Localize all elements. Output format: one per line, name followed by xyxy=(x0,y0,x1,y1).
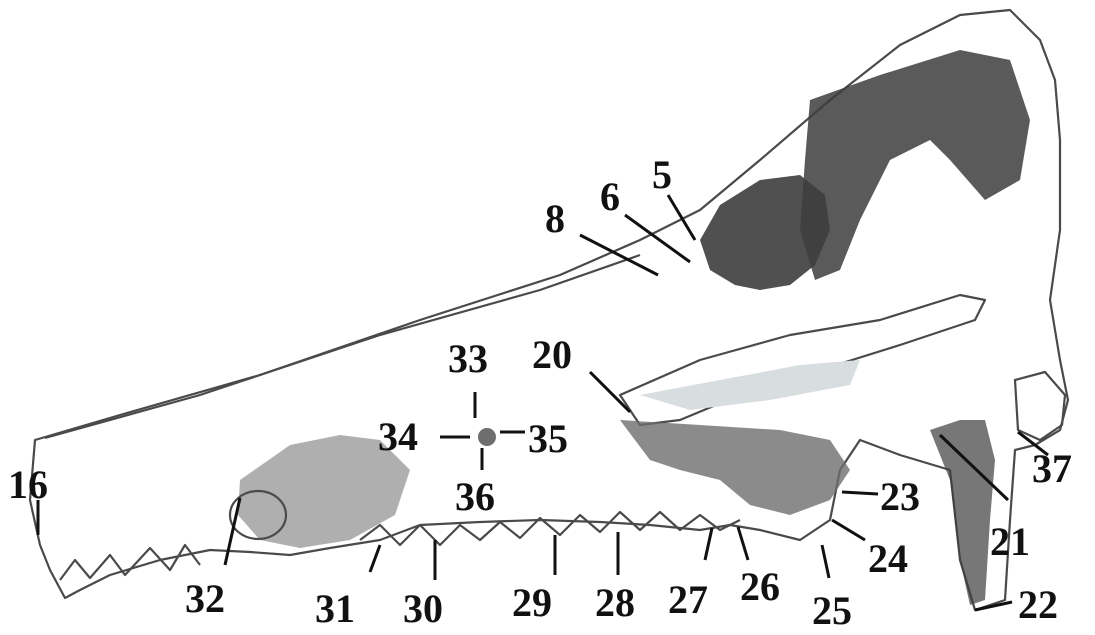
label-30: 30 xyxy=(403,586,443,631)
leader-20 xyxy=(590,372,630,412)
zygomatic-arch xyxy=(620,295,985,425)
label-25: 25 xyxy=(812,588,852,633)
leader-25 xyxy=(822,545,829,578)
label-28: 28 xyxy=(595,580,635,625)
leader-24 xyxy=(832,520,865,540)
leader-26 xyxy=(738,527,748,560)
label-5: 5 xyxy=(652,152,672,197)
leader-8 xyxy=(580,235,658,275)
label-32: 32 xyxy=(185,576,225,621)
occipital-condyle xyxy=(1015,372,1065,440)
infraorbital-foramen xyxy=(478,428,496,446)
maxilla-shading xyxy=(620,420,850,515)
label-23: 23 xyxy=(880,474,920,519)
label-24: 24 xyxy=(868,536,908,581)
label-22: 22 xyxy=(1018,582,1058,627)
skull-illustration xyxy=(30,10,1068,610)
leader-5 xyxy=(668,195,695,240)
label-26: 26 xyxy=(740,564,780,609)
label-21: 21 xyxy=(990,519,1030,564)
zygomatic-highlight xyxy=(640,360,860,410)
label-16: 16 xyxy=(8,462,48,507)
label-31: 31 xyxy=(315,586,355,631)
label-29: 29 xyxy=(512,580,552,625)
leader-6 xyxy=(625,215,690,262)
label-35: 35 xyxy=(528,416,568,461)
paracondylar-process xyxy=(930,420,995,605)
label-20: 20 xyxy=(532,332,572,377)
orbit xyxy=(700,175,830,290)
leader-31 xyxy=(370,545,380,572)
label-8: 8 xyxy=(545,196,565,241)
label-6: 6 xyxy=(600,174,620,219)
leader-27 xyxy=(705,528,712,560)
label-33: 33 xyxy=(448,336,488,381)
label-36: 36 xyxy=(455,474,495,519)
label-34: 34 xyxy=(378,414,418,459)
temporal-fossa-shading xyxy=(800,50,1030,280)
leader-23 xyxy=(842,492,878,494)
label-37: 37 xyxy=(1032,446,1072,491)
incisors xyxy=(60,545,200,580)
upper-tooth-row xyxy=(360,512,740,545)
number-labels: 5 6 8 16 20 21 22 23 24 25 26 27 28 29 3… xyxy=(8,152,1072,633)
label-27: 27 xyxy=(668,577,708,622)
